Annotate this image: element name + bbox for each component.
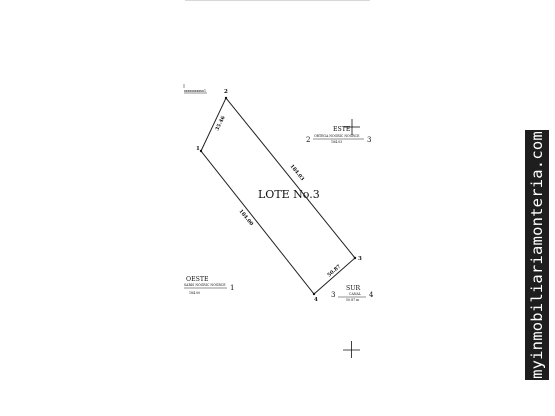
vertex-label-2: 2 [224, 89, 228, 95]
watermark-banner: myinmobiliariamonteria.com [525, 130, 549, 380]
south-title: SUR [346, 285, 360, 292]
dimension-side-1-2: 35.46 [214, 115, 226, 132]
vertex-marker-2 [224, 96, 228, 100]
west-distance: 184.00 [189, 291, 200, 295]
vertex-label-3: 3 [358, 256, 362, 262]
north-neighbor-text: xxxxxxxxxxx [184, 89, 204, 93]
north-end-number: 1 [204, 89, 206, 93]
dimension-side-4-1: 184.00 [237, 208, 254, 227]
top-border-line [185, 0, 370, 1]
lot-label: LOTE No.3 [258, 188, 320, 201]
east-from-number: 2 [306, 136, 310, 144]
vertex-marker-4 [312, 292, 316, 296]
west-neighbor: SARIS NOGRIC NOGRCE [184, 283, 226, 287]
east-to-number: 3 [367, 136, 371, 144]
vertex-marker-3 [353, 256, 357, 260]
dimension-side-2-3: 184.03 [288, 163, 305, 182]
east-title: ESTE [333, 126, 351, 133]
vertex-marker-1 [199, 149, 203, 153]
south-neighbor: CANAL [349, 292, 362, 296]
watermark-text: myinmobiliariamonteria.com [528, 131, 546, 379]
east-distance: 184.03 [331, 140, 342, 144]
vertex-label-1: 1 [196, 146, 200, 152]
south-distance: 50.87 m [346, 298, 359, 302]
south-from-number: 3 [331, 291, 335, 299]
vertex-label-4: 4 [314, 297, 318, 303]
west-end-number: 1 [230, 284, 234, 292]
east-neighbor: ORTEGA NOGRIC NOGRCE [314, 134, 360, 138]
west-title: OESTE [186, 276, 209, 283]
south-to-number: 4 [369, 291, 374, 299]
